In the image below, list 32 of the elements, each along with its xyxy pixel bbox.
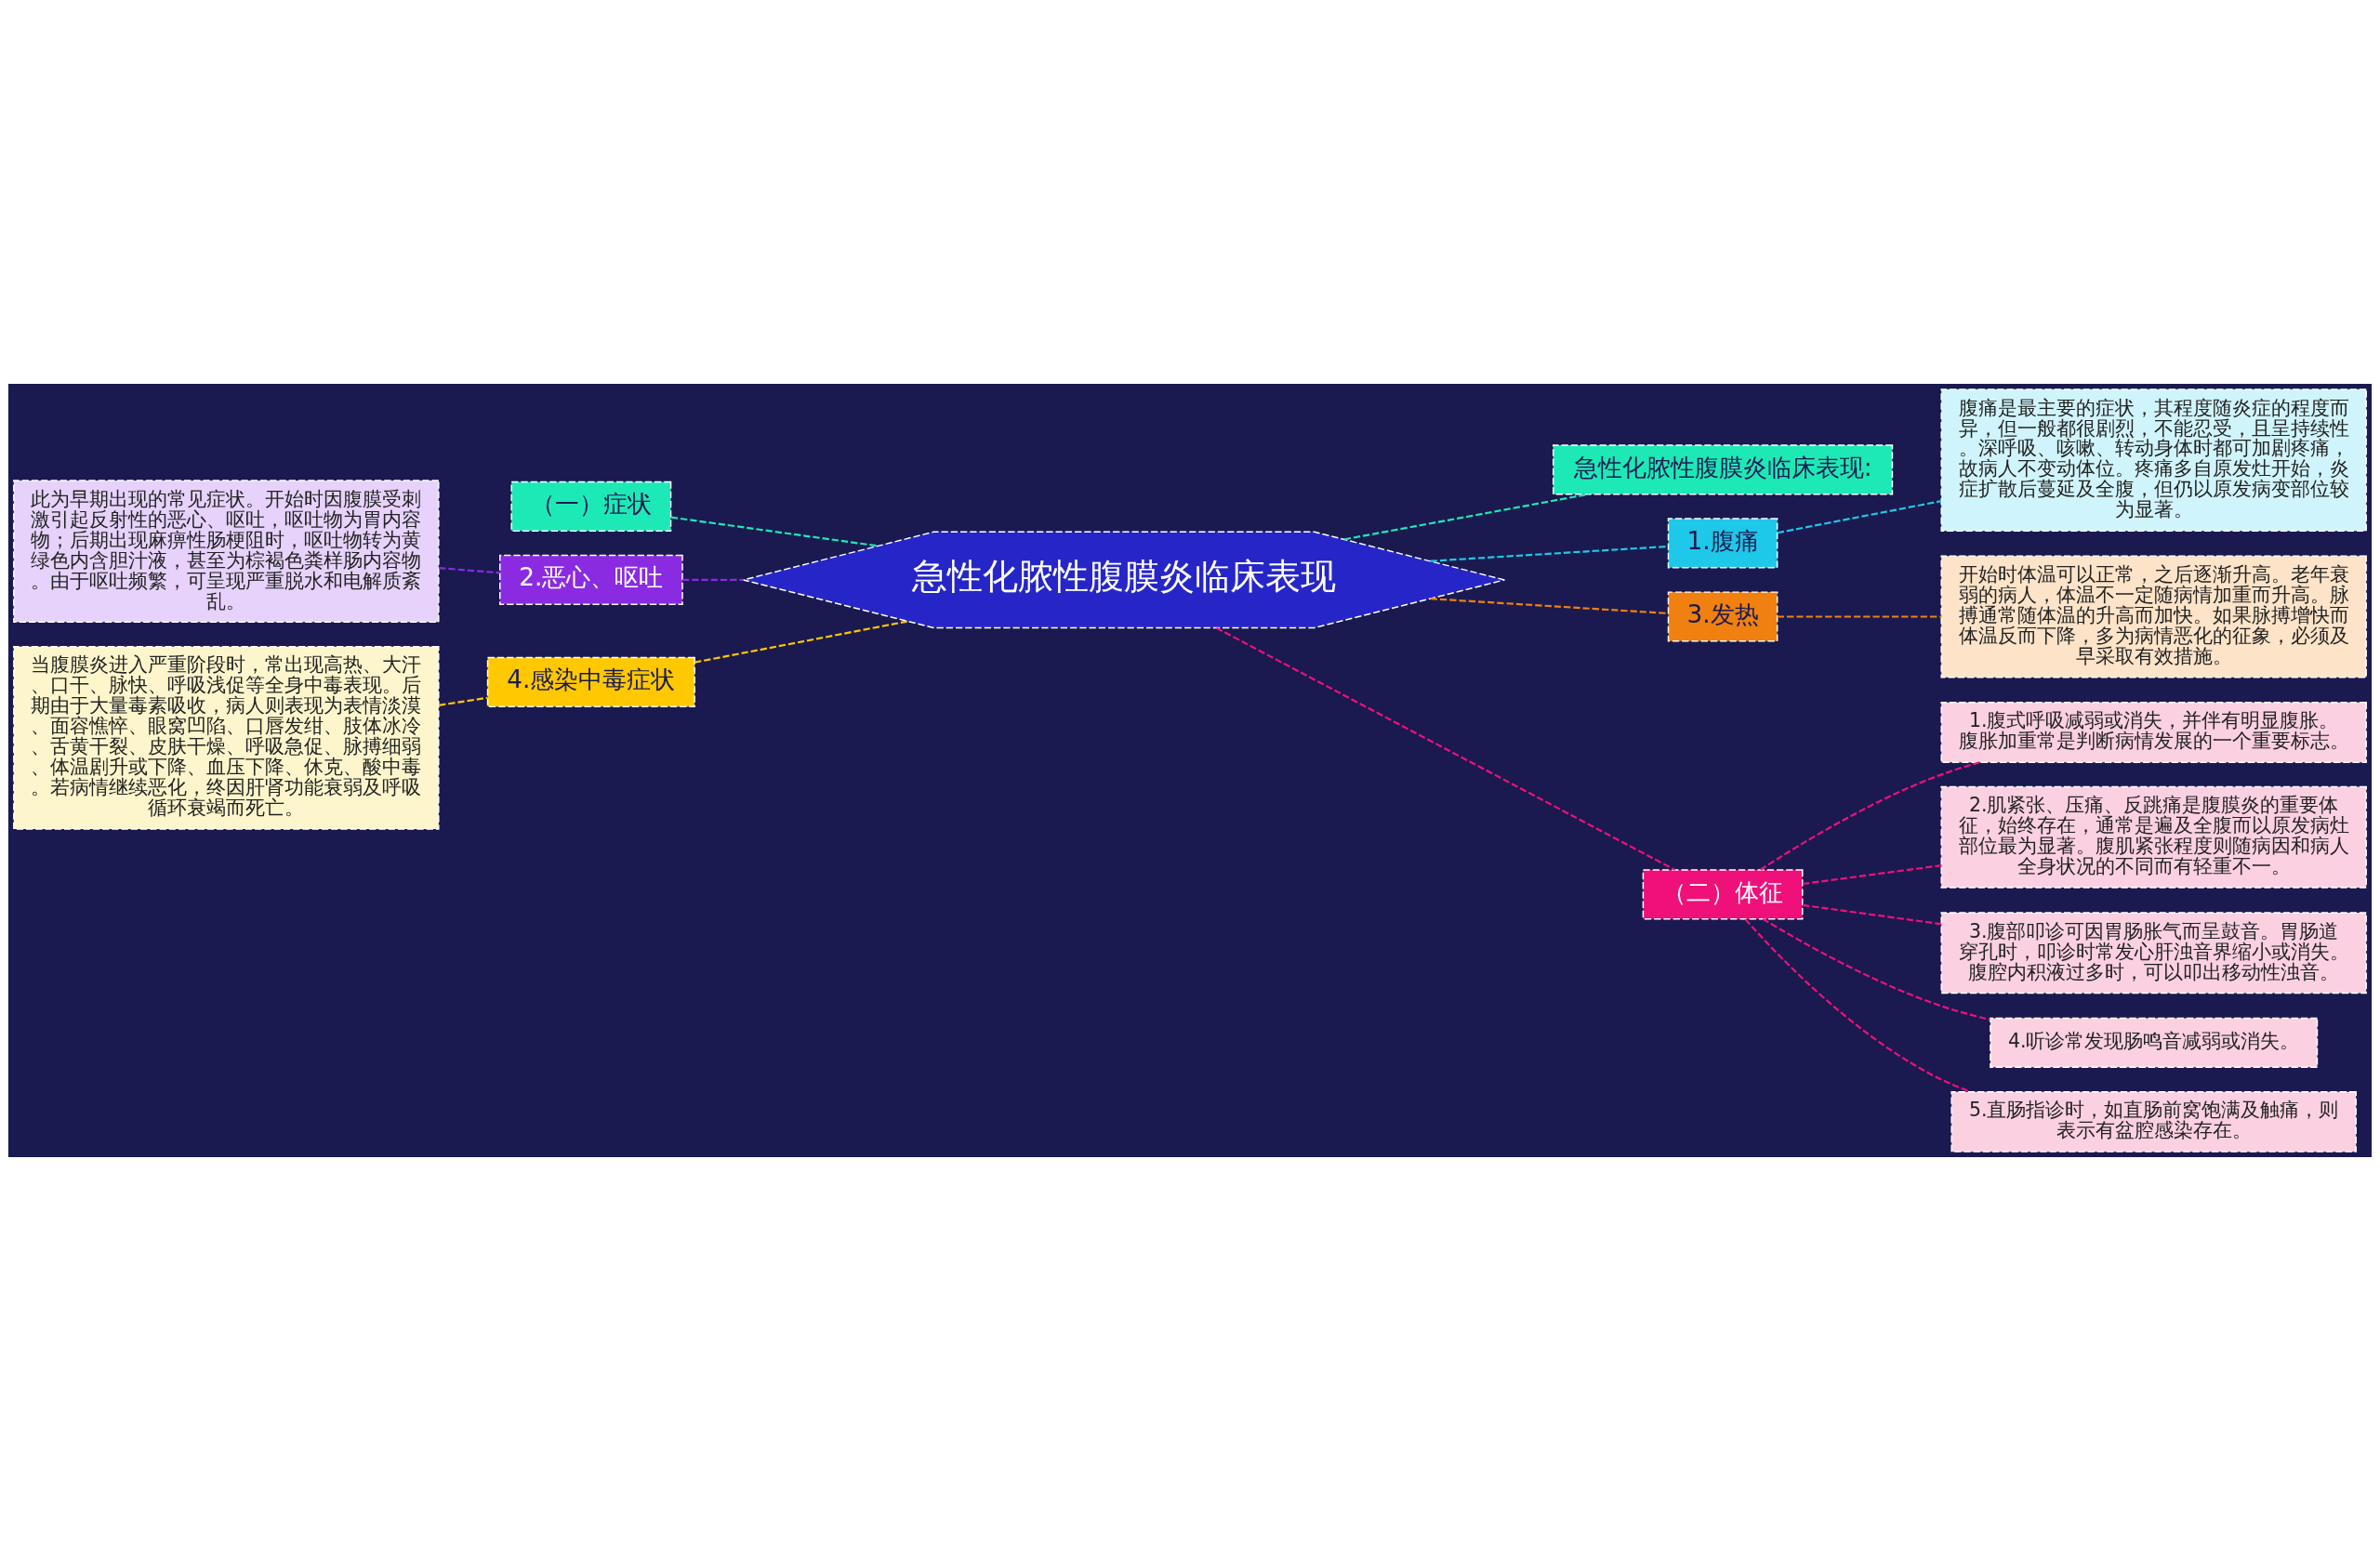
node-box: 2.恶心、呕吐: [499, 554, 683, 606]
connector: [1777, 500, 1942, 534]
node-box: 腹痛是最主要的症状，其程度随炎症的程度而异，但一般都很剧烈，不能忍受，且呈持续性。深呼吸、咳嗽、转动身体时都可加剧疼痛，故病人不变动体位。疼痛多自原发灶开始，炎症扩散后蔓延及全腹，但仍以原发病变部位较为显著。: [1940, 389, 2367, 532]
connector: [1777, 615, 1942, 618]
connector: [1762, 917, 1990, 1021]
connector: [1343, 493, 1590, 541]
node-box: 急性化脓性腹膜炎临床表现:: [1553, 444, 1894, 495]
node-box: 3.发热: [1667, 591, 1778, 642]
node-box: 4.感染中毒症状: [486, 656, 695, 707]
node-box: （一）症状: [510, 481, 672, 532]
connector: [1430, 545, 1669, 562]
node-box: 此为早期出现的常见症状。开始时因腹膜受刺激引起反射性的恶心、呕吐，呕吐物为胃内容物；后期出现麻痹性肠梗阻时，呕吐物转为黄绿色内含胆汁液，甚至为棕褐色粪样肠内容物。由于呕吐频繁，可呈现严重脱水和电解质紊乱。: [13, 480, 440, 624]
connector: [1760, 761, 1980, 871]
node-box: （二）体征: [1642, 869, 1804, 920]
connector: [438, 696, 488, 706]
connector: [1802, 864, 1942, 886]
node-box: 1.腹痛: [1667, 518, 1778, 569]
connector: [1744, 918, 1971, 1093]
node-box: 3.腹部叩诊可因胃肠胀气而呈鼓音。胃肠道穿孔时，叩诊时常发心肝浊音界缩小或消失。腹腔内积液过多时，可以叩出移动性浊音。: [1940, 912, 2367, 994]
connector: [438, 567, 500, 574]
node-box: 4.听诊常发现肠鸣音减弱或消失。: [1990, 1017, 2319, 1069]
connector: [1430, 598, 1669, 615]
node-box: 2.肌紧张、压痛、反跳痛是腹膜炎的重要体征，始终存在，通常是遍及全腹而以原发病灶部位最为显著。腹肌紧张程度则随病因和病人全身状况的不同而有轻重不一。: [1940, 785, 2367, 889]
connector: [1802, 903, 1942, 926]
connector: [670, 516, 879, 547]
node-box: 当腹膜炎进入严重阶段时，常出现高热、大汗、口干、脉快、呼吸浅促等全身中毒表现。后期由于大量毒素吸收，病人则表现为表情淡漠、面容憔悴、眼窝凹陷、口唇发绀、肢体冰冷、舌黄干裂、皮肤干燥、呼吸急促、脉搏细弱、体温剧升或下降、血压下降、休克、酸中毒。若病情继续恶化，终因肝肾功能衰弱及呼吸循环衰竭而死亡。: [13, 645, 440, 830]
node-box: 5.直肠指诊时，如直肠前窝饱满及触痛，则表示有盆腔感染存在。: [1950, 1090, 2357, 1152]
connector: [694, 620, 907, 664]
node-box: 1.腹式呼吸减弱或消失，并伴有明显腹胀。腹胀加重常是判断病情发展的一个重要标志。: [1940, 702, 2367, 763]
connector: [1216, 626, 1676, 871]
connector: [682, 578, 744, 582]
node-box: 开始时体温可以正常，之后逐渐升高。老年衰弱的病人，体温不一定随病情加重而升高。脉搏通常随体温的升高而加快。如果脉搏增快而体温反而下降，多为病情恶化的征象，必须及早采取有效措施。: [1940, 555, 2367, 678]
